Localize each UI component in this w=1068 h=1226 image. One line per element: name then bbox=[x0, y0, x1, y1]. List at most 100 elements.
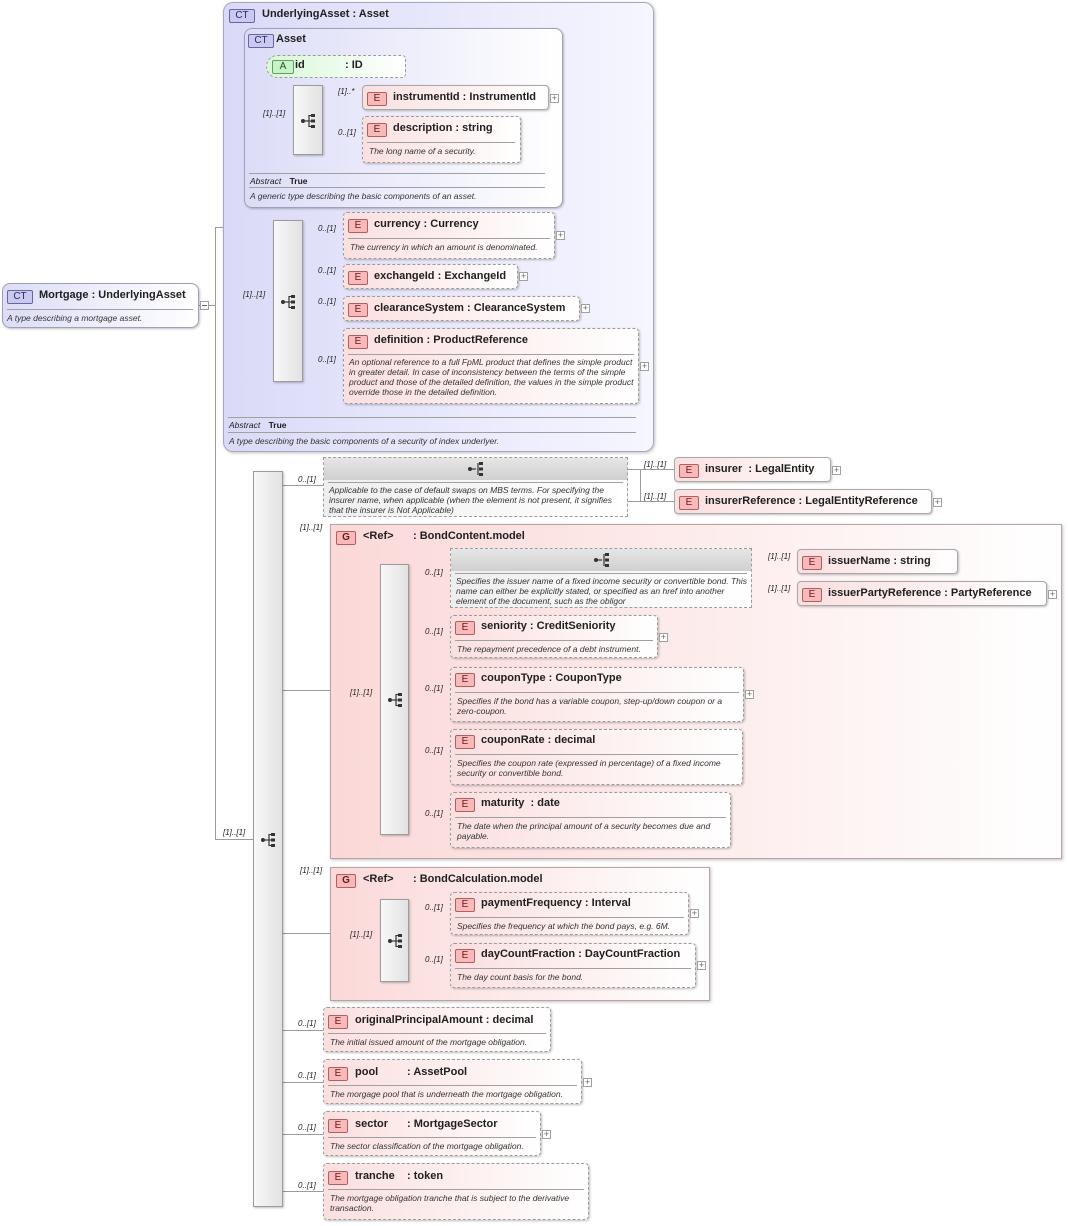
abstract-label: Abstract bbox=[229, 420, 261, 430]
cardinality-label: [1]..[1] bbox=[768, 552, 791, 561]
element-type: string bbox=[900, 555, 931, 567]
issuer-party-reference-element[interactable]: E issuerPartyReference : PartyReference bbox=[797, 581, 1047, 606]
asset-name: Asset bbox=[276, 33, 306, 45]
instrument-id-element[interactable]: E instrumentId : InstrumentId bbox=[362, 85, 549, 110]
expand-icon[interactable]: + bbox=[640, 361, 649, 371]
expand-icon[interactable]: + bbox=[933, 497, 942, 507]
bond-calculation-sequence[interactable] bbox=[380, 899, 409, 982]
element-badge: E bbox=[455, 949, 475, 963]
expand-icon[interactable]: + bbox=[583, 1077, 592, 1087]
coupon-type-element[interactable]: E couponType : CouponType Specifies if t… bbox=[450, 667, 744, 722]
element-doc: The day count basis for the bond. bbox=[457, 972, 584, 982]
element-doc: Specifies the frequency at which the bon… bbox=[457, 921, 671, 931]
group-badge: G bbox=[336, 531, 356, 545]
element-name: couponRate bbox=[481, 734, 545, 746]
payment-frequency-element[interactable]: E paymentFrequency : Interval Specifies … bbox=[450, 892, 689, 935]
cardinality-label: [1]..[1] bbox=[300, 523, 323, 532]
bond-content-sequence[interactable] bbox=[380, 564, 409, 835]
element-doc: The long name of a security. bbox=[369, 146, 476, 156]
sequence-icon bbox=[281, 295, 295, 309]
element-type: LegalEntity bbox=[755, 463, 815, 475]
element-name: issuerPartyReference bbox=[828, 587, 942, 599]
seniority-element[interactable]: E seniority : CreditSeniority The repaym… bbox=[450, 615, 658, 658]
expand-icon[interactable]: + bbox=[556, 230, 565, 240]
cardinality-label: 0..[1] bbox=[318, 297, 336, 306]
description-element[interactable]: E description : string The long name of … bbox=[362, 116, 521, 163]
abstract-value: True bbox=[289, 176, 308, 186]
cardinality-label: 0..[1] bbox=[425, 684, 443, 693]
expand-icon[interactable]: + bbox=[659, 632, 668, 642]
insurer-choice[interactable]: Applicable to the case of default swaps … bbox=[323, 457, 628, 517]
tranche-element[interactable]: E tranche : token The mortgage obligatio… bbox=[323, 1163, 589, 1220]
definition-element[interactable]: E definition : ProductReference An optio… bbox=[343, 328, 639, 404]
element-name: dayCountFraction bbox=[481, 948, 576, 960]
issuer-name-element[interactable]: E issuerName : string bbox=[797, 549, 958, 574]
currency-element[interactable]: E currency : Currency The currency in wh… bbox=[343, 212, 555, 259]
expand-icon[interactable]: + bbox=[519, 271, 528, 281]
sector-element[interactable]: E sector : MortgageSector The sector cla… bbox=[323, 1111, 541, 1156]
element-badge: E bbox=[802, 556, 822, 570]
maturity-element[interactable]: E maturity : date The date when the prin… bbox=[450, 792, 731, 848]
day-count-fraction-element[interactable]: E dayCountFraction : DayCountFraction Th… bbox=[450, 943, 696, 988]
element-doc: The initial issued amount of the mortgag… bbox=[330, 1037, 528, 1047]
choice-icon bbox=[594, 553, 609, 567]
insurer-reference-element[interactable]: E insurerReference : LegalEntityReferenc… bbox=[674, 489, 932, 514]
original-principal-amount-element[interactable]: E originalPrincipalAmount : decimal The … bbox=[323, 1007, 551, 1052]
expand-icon[interactable]: + bbox=[1048, 589, 1057, 599]
cardinality-label: 0..[1] bbox=[298, 1123, 316, 1132]
collapse-toggle[interactable] bbox=[200, 301, 209, 310]
element-badge: E bbox=[328, 1171, 348, 1185]
expand-icon[interactable]: + bbox=[832, 465, 841, 475]
element-type: token bbox=[413, 1170, 444, 1182]
attribute-id[interactable]: A id : ID bbox=[266, 55, 406, 78]
expand-icon[interactable]: + bbox=[581, 303, 590, 313]
cardinality-label: 0..[1] bbox=[298, 1071, 316, 1080]
expand-icon[interactable]: + bbox=[550, 93, 559, 103]
underlying-asset-sequence[interactable] bbox=[273, 220, 303, 382]
element-name: clearanceSystem bbox=[374, 302, 464, 314]
element-name: insurer bbox=[705, 463, 743, 475]
element-type: Interval bbox=[591, 897, 631, 909]
asset-sequence[interactable] bbox=[293, 85, 323, 155]
expand-icon[interactable]: + bbox=[542, 1129, 551, 1139]
coupon-rate-element[interactable]: E couponRate : decimal Specifies the cou… bbox=[450, 729, 743, 785]
element-type: LegalEntityReference bbox=[805, 495, 918, 507]
cardinality-label: 0..[1] bbox=[318, 355, 336, 364]
clearance-system-element[interactable]: E clearanceSystem : ClearanceSystem bbox=[343, 296, 580, 321]
cardinality-label: 0..[1] bbox=[425, 568, 443, 577]
element-type: string bbox=[462, 122, 493, 134]
mortgage-complex-type[interactable]: CT Mortgage : UnderlyingAsset A type des… bbox=[2, 283, 199, 328]
root-name: Mortgage bbox=[39, 289, 89, 301]
element-badge: E bbox=[455, 621, 475, 635]
choice-icon bbox=[468, 462, 483, 476]
root-type: UnderlyingAsset bbox=[98, 289, 186, 301]
element-doc: The sector classification of the mortgag… bbox=[330, 1141, 524, 1151]
element-name: originalPrincipalAmount bbox=[355, 1014, 483, 1026]
insurer-element[interactable]: E insurer : LegalEntity bbox=[674, 457, 831, 482]
element-type: PartyReference bbox=[950, 587, 1032, 599]
element-doc: An optional reference to a full FpML pro… bbox=[349, 357, 634, 397]
pool-element[interactable]: E pool : AssetPool The morgage pool that… bbox=[323, 1059, 582, 1104]
element-type: Currency bbox=[430, 218, 479, 230]
group-name: BondContent.model bbox=[419, 530, 525, 542]
element-name: instrumentId bbox=[393, 91, 460, 103]
asset-doc: A generic type describing the basic comp… bbox=[250, 191, 477, 201]
mortgage-sequence[interactable] bbox=[253, 471, 283, 1207]
cardinality-label: 0..[1] bbox=[338, 128, 356, 137]
attribute-type: ID bbox=[351, 59, 363, 71]
attribute-name: id bbox=[295, 59, 305, 71]
element-type: CouponType bbox=[555, 672, 622, 684]
cardinality-label: 0..[1] bbox=[425, 903, 443, 912]
element-name: paymentFrequency bbox=[481, 897, 582, 909]
expand-icon[interactable]: + bbox=[697, 960, 706, 970]
underlying-name: UnderlyingAsset bbox=[262, 8, 350, 20]
element-badge: E bbox=[455, 898, 475, 912]
element-doc: The date when the principal amount of a … bbox=[457, 821, 711, 841]
cardinality-label: 0..[1] bbox=[298, 1019, 316, 1028]
choice-doc: Applicable to the case of default swaps … bbox=[329, 485, 613, 515]
exchange-id-element[interactable]: E exchangeId : ExchangeId bbox=[343, 264, 518, 289]
element-name: tranche bbox=[355, 1170, 395, 1182]
expand-icon[interactable]: + bbox=[690, 908, 699, 918]
issuer-choice[interactable]: Specifies the issuer name of a fixed inc… bbox=[450, 548, 752, 608]
expand-icon[interactable]: + bbox=[745, 689, 754, 699]
